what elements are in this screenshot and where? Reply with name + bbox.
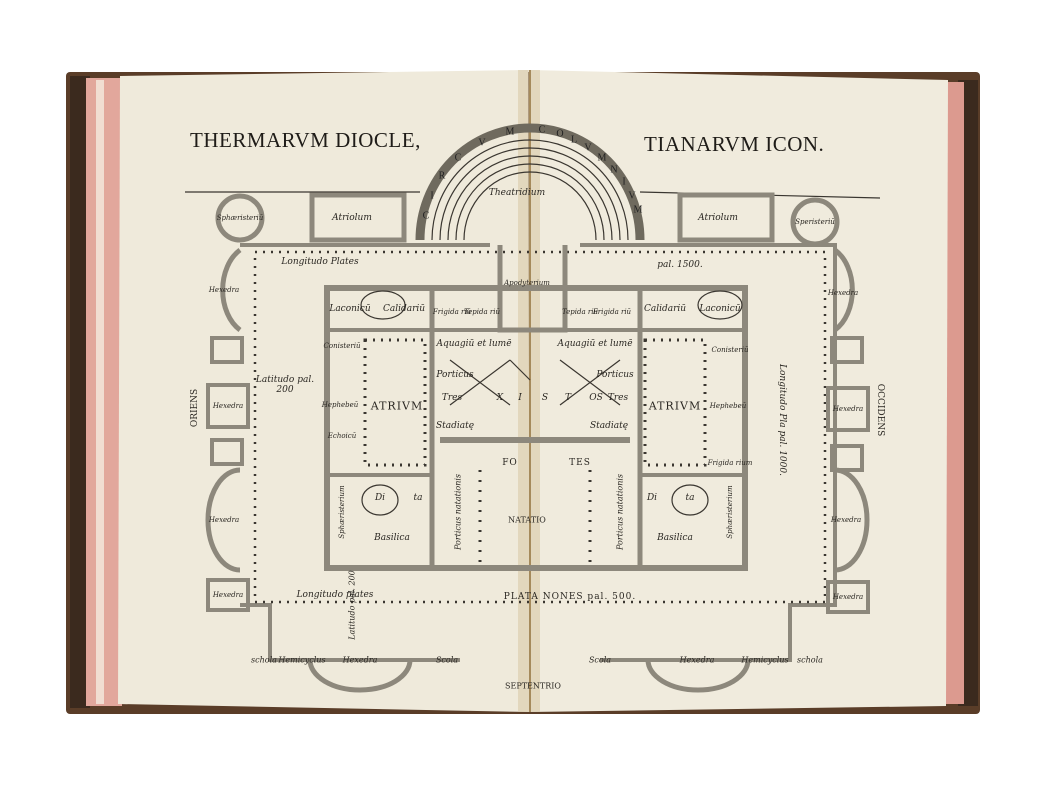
label-hexedra-bottom-right: Hexedra (679, 655, 715, 665)
label-theatridium: Theatridium (488, 188, 546, 198)
label-ephebeum-right: Hephebeū (709, 402, 747, 410)
arc-letter: C (454, 152, 462, 164)
label-platanones: PLATA NONES pal. 500. (503, 592, 637, 602)
label-conisterium-left: Conisteriū (323, 342, 361, 350)
label-basilica-right: Basilica (657, 533, 693, 543)
label-hexedra-bottom-left: Hexedra (342, 655, 378, 665)
plan-drawing (185, 123, 881, 693)
label-tepidarium-right: Tepida riū (562, 308, 598, 316)
label-septentrio: SEPTENTRIO (505, 681, 561, 691)
arc-letter: I (622, 176, 626, 188)
label-frigidarium-left: Frigida riū (432, 308, 472, 316)
label-atrium-right: ATRIVM (648, 399, 702, 413)
label-hexedra: Hexedra (827, 289, 859, 297)
label-frigidarium-right: Frigida riū (592, 308, 632, 316)
arc-letter: V (628, 190, 636, 202)
label-oriens: ORIENS (190, 388, 200, 428)
arc-letter: M (633, 204, 643, 216)
arc-letter: M (505, 126, 515, 138)
label-hexedra: Hexedra (832, 405, 864, 413)
label-scola-right: Scola (588, 655, 612, 665)
label-hexedra: Hexedra (212, 402, 244, 410)
arc-letter: I (430, 190, 434, 202)
label-latitudo-200: Latitudo pal. 200 (255, 375, 315, 395)
label-sphaeristerium-right: Speristeriū (795, 218, 835, 226)
label-ephebeum-left: Hephebeū (321, 401, 359, 409)
label-sphaeristerium-side-left: Sphæristerium (338, 485, 346, 539)
arc-letter: O (556, 128, 564, 140)
label-xistos: I (518, 393, 522, 403)
label-echoicum: Echoicū (327, 432, 357, 440)
right-page (530, 70, 948, 712)
label-dieta-left: ta (413, 493, 423, 503)
label-schola-right: schola (797, 655, 823, 665)
arc-letter: M (597, 152, 607, 164)
label-longitudo-right: Longitudo Pla pal. 1000. (777, 364, 787, 476)
label-tres-left: Tres (441, 393, 463, 403)
label-fontes-left: FO (502, 458, 518, 468)
label-atriolum-left: Atriolum (332, 213, 372, 223)
arc-letter: V (584, 142, 592, 154)
label-natatio: NATATIO (508, 515, 546, 525)
arc-letter: C (422, 210, 430, 222)
label-basilica-left: Basilica (374, 533, 410, 543)
label-tepidarium-left: Tepida riū (464, 308, 500, 316)
label-conisterium-right: Conisteriū (711, 346, 749, 354)
label-scola-left: Scola (435, 655, 459, 665)
label-xistos: OS (589, 393, 603, 403)
label-calidarium-right: Calidariū (643, 304, 687, 314)
arc-letter: L (570, 134, 578, 146)
label-aquagium-right: Aquagiū et lumē (557, 339, 633, 349)
label-xistos: X (496, 393, 504, 403)
label-atrium-left: ATRIVM (370, 399, 424, 413)
label-occidens: OCCIDENS (875, 383, 885, 437)
label-hexedra: Hexedra (830, 516, 862, 524)
title-left: THERMARVM DIOCLE, (190, 128, 421, 152)
label-fontes-right: TES (569, 458, 591, 468)
label-stadiats-right: Stadiatę (589, 421, 629, 431)
arc-letter: R (438, 170, 446, 182)
label-porticus-natationis-left: Porticus natationis (453, 473, 463, 551)
label-sphaeristerium-left: Sphæristeriū (216, 214, 264, 222)
label-tres-right: Tres (607, 393, 629, 403)
label-longitudo-plates-top: Longitudo Plates (281, 257, 359, 267)
arc-letter: N (610, 164, 618, 176)
label-porticus-right: Porticus (596, 370, 634, 380)
label-frigidarium-small: Frigida rium (707, 459, 753, 467)
label-laconicum-left: Laconicū (329, 304, 371, 314)
label-hexedra: Hexedra (212, 591, 244, 599)
label-longitudo-plates-bottom: Longitudo plates (296, 590, 374, 600)
label-hemicyclus-left: Hemicyclus (278, 655, 326, 665)
label-porticus-left: Porticus (436, 370, 474, 380)
label-dieta-right: ta (685, 493, 695, 503)
label-apodyterium: Apodyterium (504, 279, 550, 287)
label-calidarium-left: Calidariū (382, 304, 426, 314)
title-right: TIANARVM ICON. (644, 132, 825, 156)
label-hexedra: Hexedra (208, 286, 240, 294)
label-atriolum-right: Atriolum (698, 213, 738, 223)
label-xistos: T (564, 393, 572, 403)
label-schola-left: schola (251, 655, 277, 665)
arc-letter: C (538, 124, 546, 136)
label-laconicum-right: Laconicū (699, 304, 741, 314)
label-xistos: S (541, 393, 549, 403)
label-latitudo-bottom: Latitudo pal. 200 (347, 570, 357, 640)
label-pal-1500: pal. 1500. (657, 260, 703, 270)
label-aquagium-left: Aquagiū et lumē (436, 339, 512, 349)
label-dieta-right: Di (646, 493, 658, 503)
label-hexedra: Hexedra (208, 516, 240, 524)
label-stadiats-left: Stadiatę (435, 421, 475, 431)
label-sphaeristerium-side-right: Sphæristerium (726, 485, 734, 539)
label-dieta-left: Di (374, 493, 386, 503)
arc-letter: V (478, 137, 486, 149)
label-hemicyclus-right: Hemicyclus (741, 655, 789, 665)
label-porticus-natationis-right: Porticus natationis (615, 473, 625, 551)
label-hexedra: Hexedra (832, 593, 864, 601)
